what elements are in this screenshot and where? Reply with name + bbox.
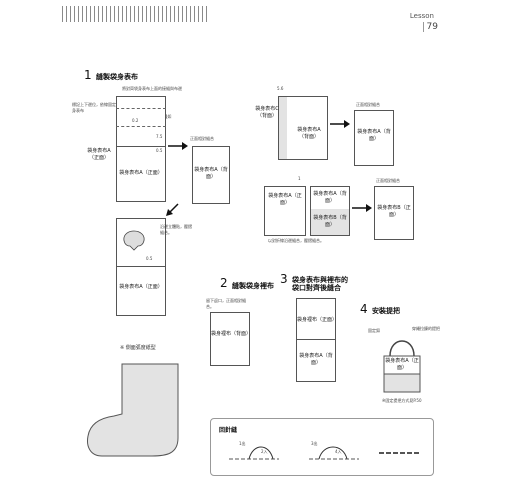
- step1b-fold-label: 正面相對縫合: [376, 178, 400, 183]
- template-note: ※ 側面弧度紙型: [120, 345, 156, 351]
- step1b-final-panel: 袋身表布B（正面）: [374, 186, 414, 240]
- step1b-mid-panel-left: 袋身表布A（正面）: [264, 186, 306, 236]
- step1b-result-panel: 袋身表布A（背面）: [354, 110, 394, 166]
- step3-title: 袋身表布與裡布的袋口對齊後縫合: [292, 276, 348, 293]
- step4-label-a: 袋身表布A（正面）: [385, 358, 419, 371]
- step4-note-left: 固定釦: [368, 328, 380, 333]
- step1-measure-4: 0.5: [146, 256, 153, 261]
- step4-number: 4: [360, 302, 368, 316]
- step1-label-a: 袋身表布A（正面）: [87, 148, 111, 161]
- step3-label-top: 袋身裡布（正面）: [297, 317, 338, 323]
- step1-measure-2: 7.5: [156, 134, 163, 139]
- step1-label-bottom-a: 袋身表布A（正面）: [119, 284, 163, 290]
- step1b-mark: 5.6: [277, 86, 284, 91]
- step1b-note: 以對折線沿邊縫合，壓摺縫合。: [268, 238, 324, 243]
- step1b-panel-a: 袋身表布A（背面）: [278, 96, 328, 160]
- step1b-mid-d: 袋身表布B（背面）: [313, 215, 347, 228]
- step1b-result-label: 袋身表布A（背面）: [357, 129, 391, 142]
- step1-note-left: 標記上下邊位，依線固定於袋身表布: [72, 102, 124, 113]
- arrow-right-icon: [168, 142, 188, 150]
- step1b-front-fold: 正面相對縫合: [356, 102, 380, 107]
- step1-result-panel: 袋身表布A（背面）: [192, 146, 230, 204]
- step2-number: 2: [220, 276, 228, 290]
- step1-title: 縫製袋身表布: [96, 73, 138, 81]
- arrow-diagonal-icon: [166, 203, 179, 216]
- stitch-title: 回針縫: [219, 427, 238, 434]
- header-stripes: [62, 6, 210, 22]
- step1b-mid-b: 袋身表布A（背面）: [313, 191, 347, 204]
- page-number: 79: [422, 22, 438, 32]
- step1b-label-back-left: 袋身表布C（背面）: [255, 106, 279, 119]
- bag-handle-diagram: [383, 340, 421, 393]
- step1-label-c: 袋身表布A（正面）: [119, 170, 163, 176]
- step4-title: 安裝提把: [372, 307, 400, 315]
- step3-label-bottom: 袋身表布A（背面）: [299, 353, 333, 366]
- step1-applique-note: 沿邊立體貼，壓摺縫合。: [160, 224, 192, 235]
- sock-template-shape: [87, 363, 179, 457]
- step1-number: 1: [84, 68, 92, 82]
- stitch-diagram: [229, 446, 419, 460]
- step1b-label-back-right: 袋身表布A（背面）: [297, 127, 321, 140]
- step1b-mid-panel-right: 袋身表布A（背面） 袋身表布B（背面）: [310, 186, 350, 236]
- stitch-label-1: 1出: [239, 441, 246, 446]
- step4-footnote: ※固定提把方式見P.50: [382, 398, 422, 403]
- stitch-label-4: 4入: [335, 449, 342, 454]
- arrow-right-icon: [330, 120, 350, 128]
- step1-measure-1: 0.2: [132, 118, 139, 123]
- step2-panel: 袋身裡布（背面）: [210, 312, 252, 366]
- step4-note-right: 穿繩拉鍊的提把: [412, 326, 440, 331]
- step3-number: 3: [280, 272, 288, 286]
- step1-front-fold: 正面相對縫合: [190, 136, 214, 141]
- stitch-label-2: 2入: [261, 449, 268, 454]
- step1-panel-top: [116, 96, 166, 202]
- step3-panel: 袋身裡布（正面） 袋身表布A（背面）: [296, 298, 338, 382]
- applique-shape-icon: [123, 230, 145, 251]
- step1-back-label: 袋身表布A（背面）: [194, 167, 228, 180]
- step1-instruction: 將對齊袋身表布上面的接縫與布邊: [122, 86, 182, 91]
- stitch-label-3: 3出: [311, 441, 318, 446]
- step2-title: 縫製袋身裡布: [232, 282, 274, 290]
- arrow-right-icon: [352, 204, 372, 212]
- stitch-box: 回針縫 1出 2入 3出 4入: [210, 418, 434, 476]
- step2-note: 留下返口，正面相對縫合。: [206, 298, 246, 309]
- step1-measure-3: 0.5: [156, 148, 163, 153]
- step1b-mid-a: 袋身表布A（正面）: [268, 193, 302, 206]
- step2-label: 袋身裡布（背面）: [211, 331, 252, 337]
- step1b-mid-c: 袋身表布B（正面）: [377, 205, 411, 218]
- page-label: Lesson: [409, 12, 434, 20]
- step1b-mark-2: 1: [298, 176, 301, 181]
